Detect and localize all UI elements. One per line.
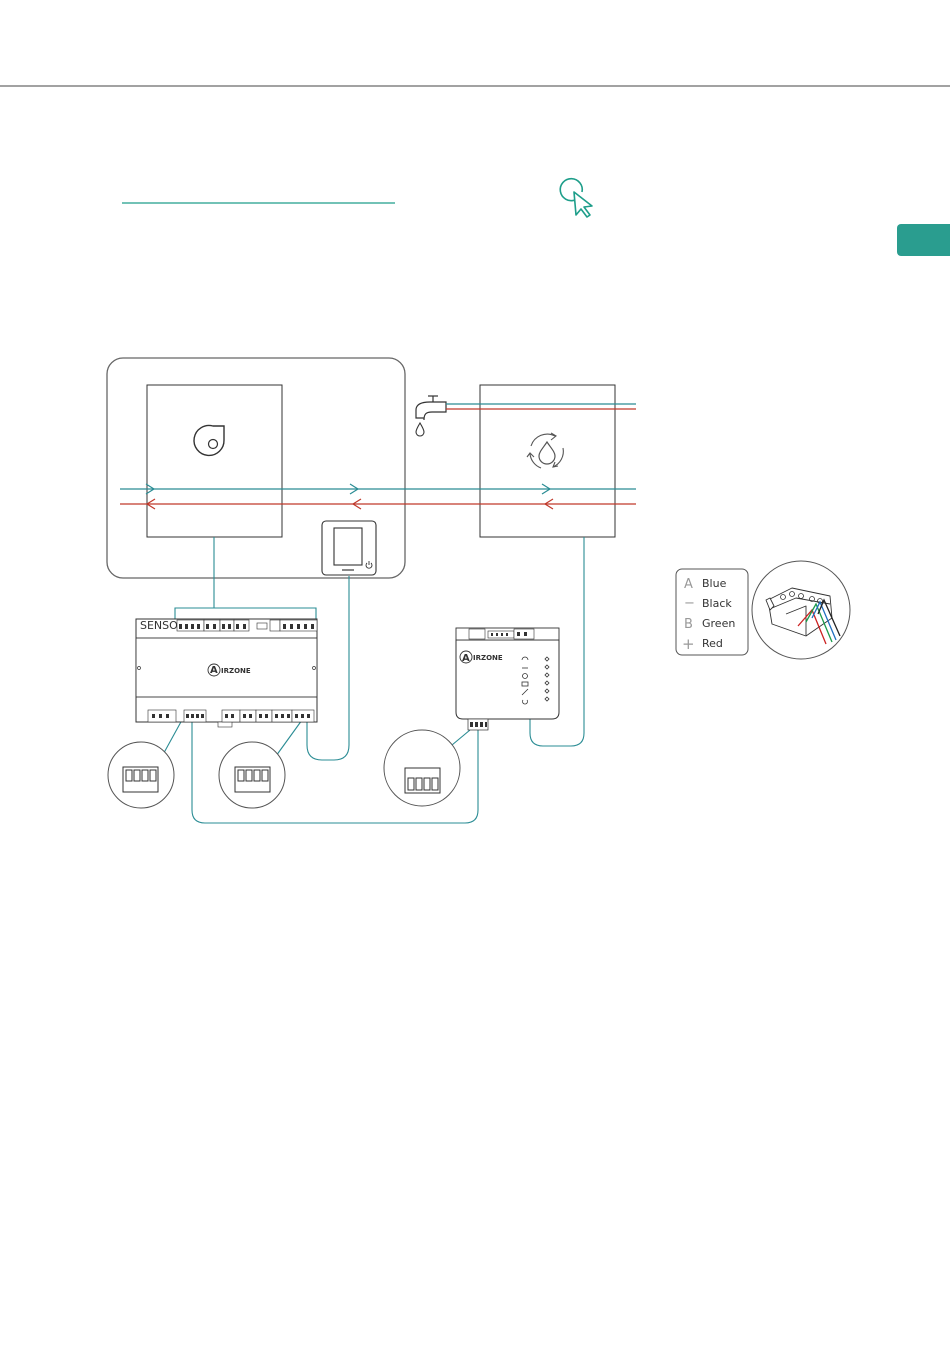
board-bottom-terminals <box>148 710 314 727</box>
pointer-click-icon[interactable] <box>560 179 592 217</box>
connector-zoom-1 <box>108 742 174 808</box>
connector-zoom-3 <box>384 730 460 806</box>
legend-label-black: Black <box>702 597 732 610</box>
side-tab <box>897 224 950 256</box>
connector-zoom-2 <box>219 742 285 808</box>
legend-symbol-a: A <box>684 577 693 592</box>
legend-label-green: Green <box>702 617 735 630</box>
main-board-logo-letter: A <box>210 665 218 676</box>
gateway-module: A IRZONE <box>456 628 559 730</box>
gateway-brand: IRZONE <box>473 654 503 662</box>
terminal-block-zoom <box>752 561 850 659</box>
gateway-logo-letter: A <box>462 653 470 664</box>
outdoor-unit <box>480 385 615 537</box>
main-board-brand: IRZONE <box>221 667 251 675</box>
legend-label-blue: Blue <box>702 577 727 590</box>
water-tap-icon <box>416 396 446 436</box>
thermostat <box>322 521 376 575</box>
main-board: SENSOR A IRZONE <box>136 619 317 727</box>
indoor-unit <box>147 385 282 537</box>
legend-symbol-b: B <box>684 617 693 632</box>
legend-symbol-plus: + <box>682 635 695 653</box>
legend-symbol-minus: − <box>684 596 695 611</box>
wiring-legend: A Blue − Black B Green + Red <box>676 569 748 655</box>
legend-label-red: Red <box>702 637 723 650</box>
